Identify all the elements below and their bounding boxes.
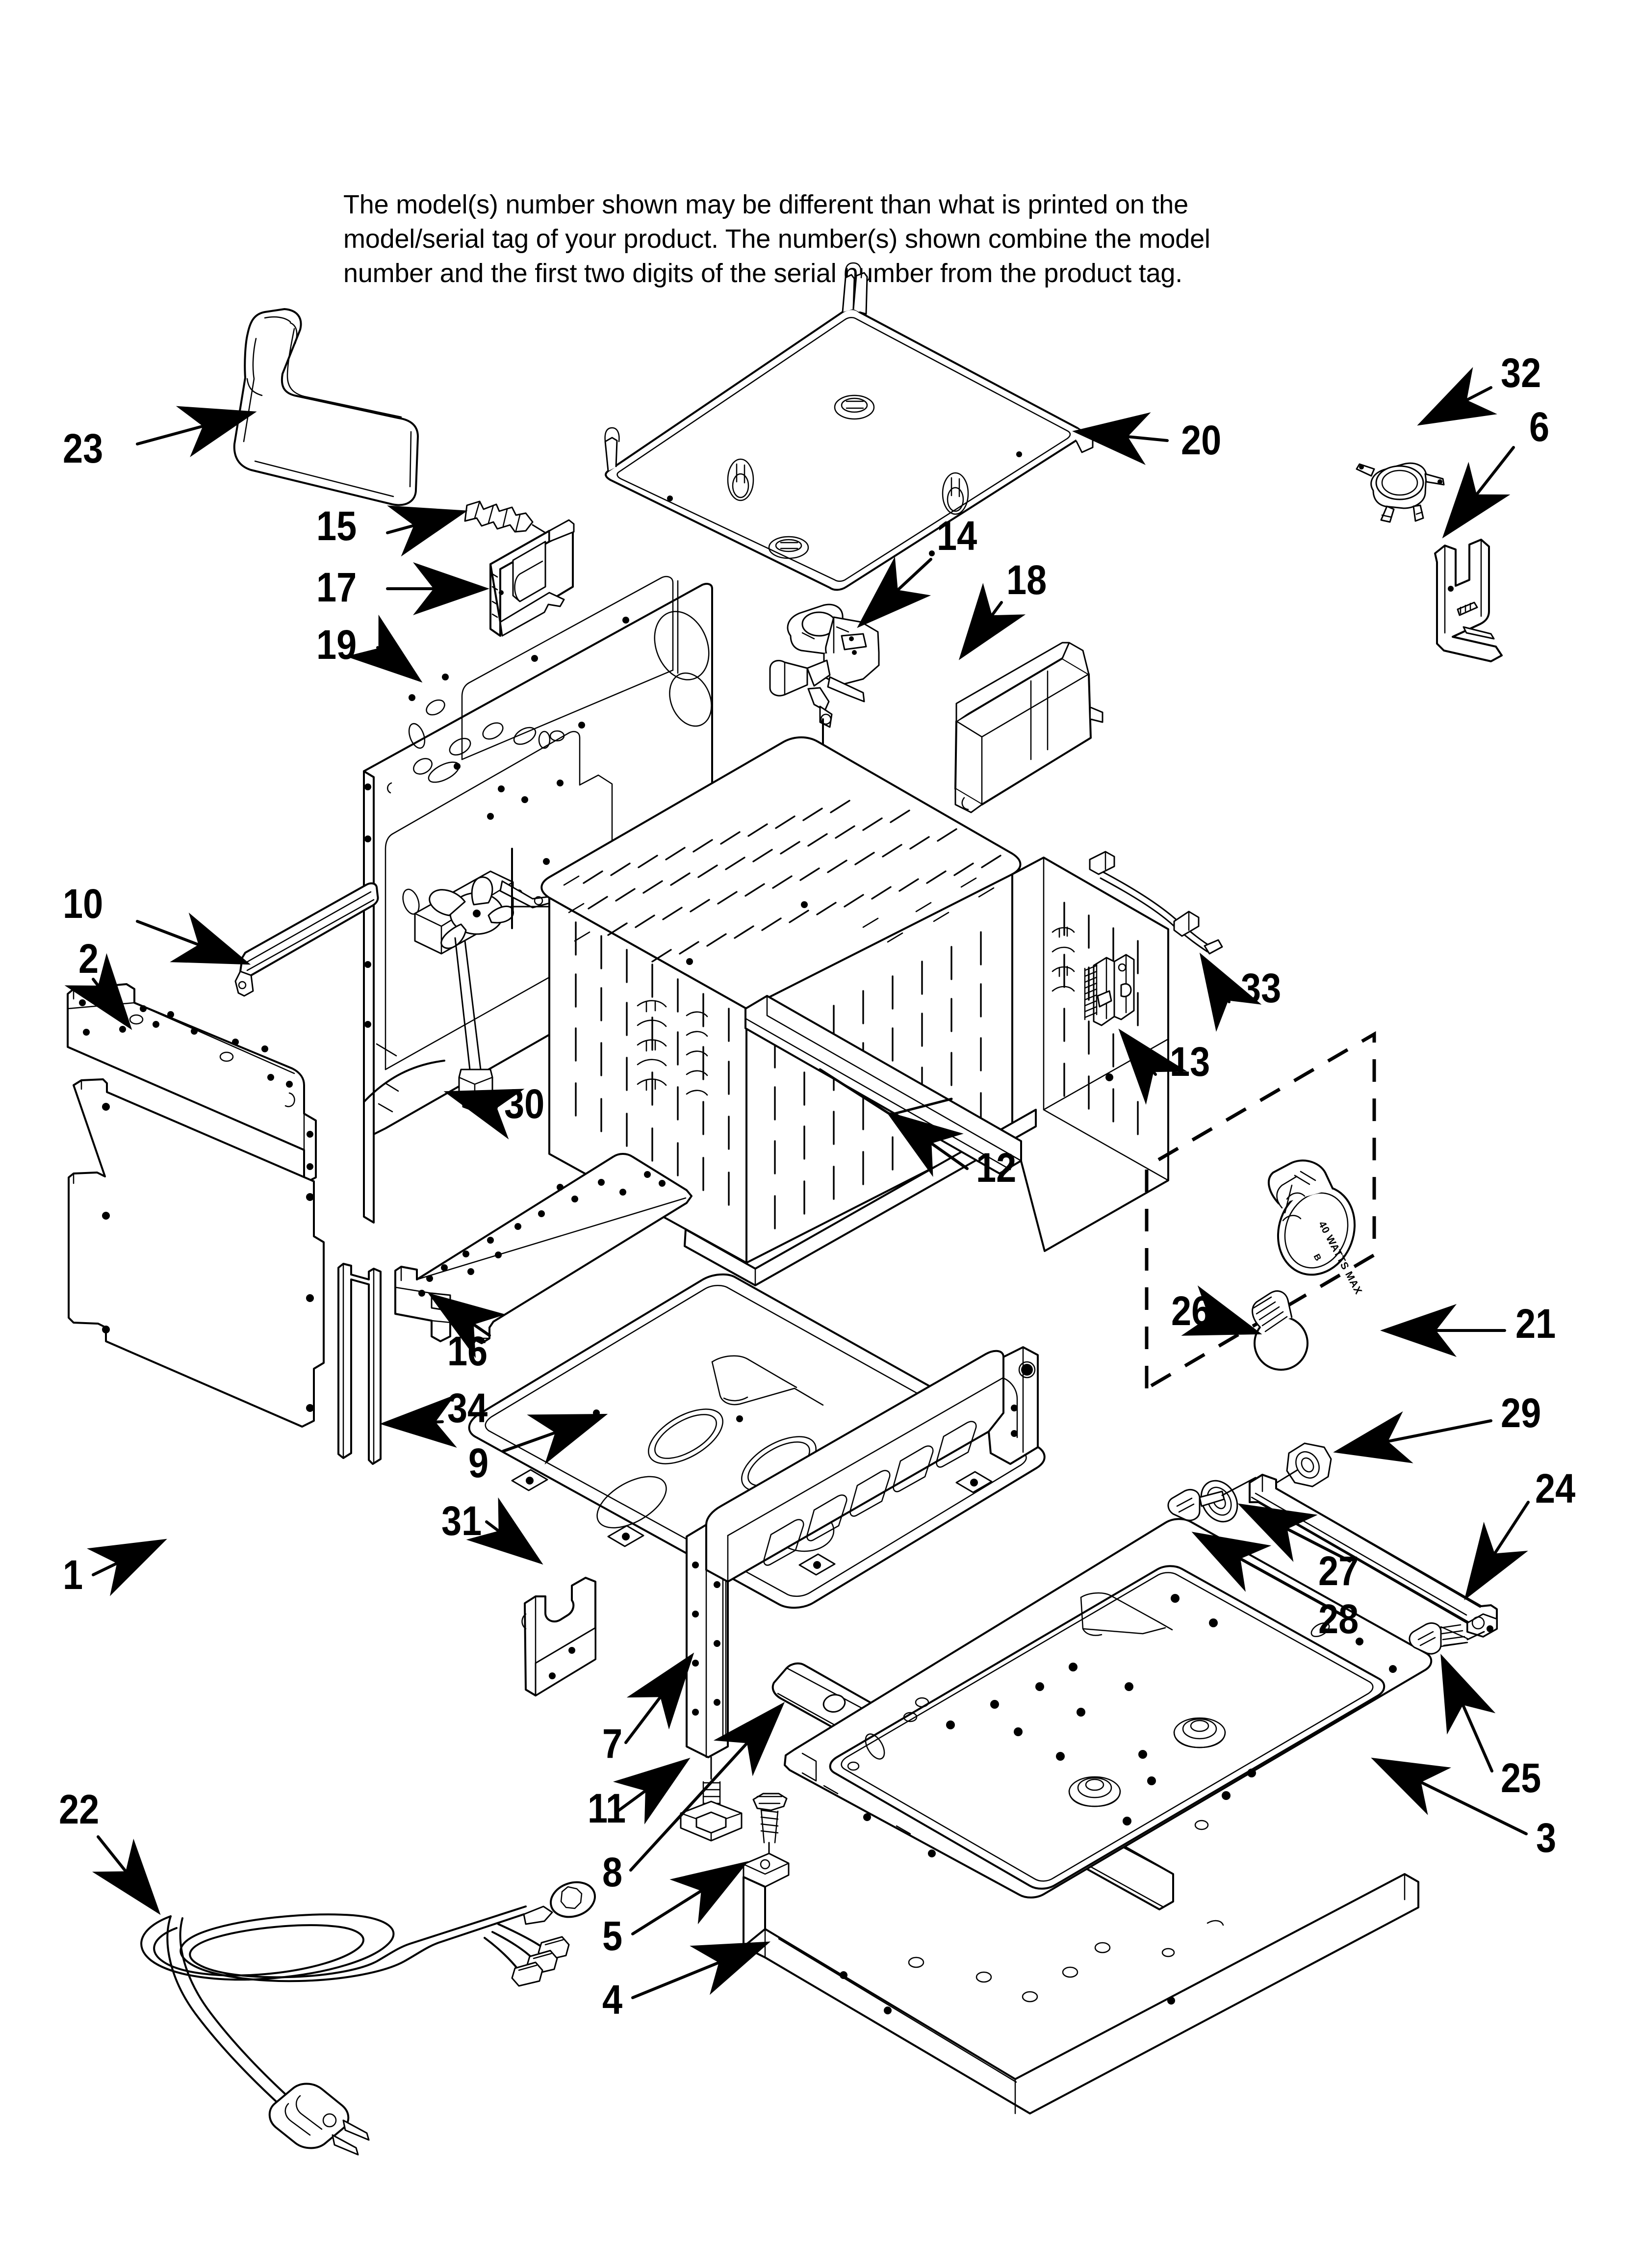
note-line-2: model/serial tag of your product. The nu…	[343, 224, 1210, 254]
callout-16: 16	[447, 1328, 488, 1374]
part-bottom-panel	[743, 1873, 1419, 2114]
part-shoulder-screw	[1167, 1477, 1257, 1521]
svg-text:B: B	[1311, 1252, 1323, 1262]
callout-20: 20	[1181, 417, 1222, 463]
callout-6: 6	[1529, 404, 1550, 450]
part-transformer	[954, 642, 1103, 813]
part-side-trim-rail	[234, 882, 379, 997]
part-hex-head-screw	[1409, 1622, 1485, 1655]
part-door-latch-strike	[1084, 954, 1135, 1026]
callout-8: 8	[602, 1849, 623, 1895]
callout-34: 34	[447, 1385, 488, 1431]
cord-ring-terminal	[523, 1881, 596, 1925]
part-roller-nut	[1266, 1442, 1332, 1489]
callout-13: 13	[1170, 1039, 1210, 1085]
cooling-fan	[414, 848, 552, 955]
callout-25: 25	[1501, 1755, 1541, 1801]
part-screw-terminal-block	[464, 500, 551, 537]
callout-7: 7	[602, 1721, 623, 1767]
part-oven-light-bulb	[1252, 1290, 1308, 1371]
part-terminal-block-bracket	[489, 519, 575, 637]
part-rear-support-panel	[67, 983, 317, 1184]
callout-5: 5	[602, 1913, 623, 1959]
part-wire-harness-connector	[458, 1069, 493, 1111]
part-drawer-slide-rail	[1249, 1474, 1498, 1638]
part-channel-bracket	[521, 1577, 596, 1696]
callout-23: 23	[63, 425, 103, 471]
part-washer	[1200, 1480, 1238, 1523]
part-air-deflector-shield	[233, 308, 419, 506]
part-rear-access-cover	[68, 1078, 325, 1428]
part-corner-trim-post	[337, 1263, 382, 1465]
callout-10: 10	[63, 881, 103, 927]
part-power-supply-cord	[140, 1881, 596, 2156]
cord-spade-terminals	[511, 1936, 570, 1987]
callout-4: 4	[602, 1977, 623, 2023]
part-front-toe-rail	[771, 1662, 1174, 1910]
callout-2: 2	[78, 936, 99, 982]
callout-18: 18	[1006, 557, 1047, 603]
callout-12: 12	[976, 1145, 1017, 1191]
callout-27: 27	[1318, 1548, 1359, 1594]
callout-29: 29	[1501, 1390, 1541, 1436]
power-plug	[268, 2083, 370, 2156]
note-line-3: number and the first two digits of the s…	[343, 259, 1183, 288]
callout-19: 19	[316, 622, 357, 668]
part-oven-lamp-assembly: 40 WATTS MAX B	[1145, 1031, 1376, 1392]
callout-28: 28	[1318, 1596, 1359, 1642]
callout-22: 22	[59, 1786, 100, 1832]
part-top-support-bracket	[394, 1153, 693, 1344]
part-angle-bracket	[1434, 539, 1503, 662]
part-door-latch-motor-assembly	[769, 603, 880, 875]
part-cooktop-panel	[468, 1273, 1046, 1609]
part-screw-bottom-panel	[743, 1793, 790, 1958]
part-front-frame-with-louvers	[686, 1346, 1039, 1758]
lamp-lens-cover: 40 WATTS MAX B	[1268, 1159, 1364, 1297]
callout-11: 11	[588, 1785, 626, 1831]
part-thermal-limiter-switch	[1356, 462, 1445, 523]
note-line-1: The model(s) number shown may be differe…	[343, 190, 1188, 219]
part-leveling-leg	[680, 1756, 743, 1842]
part-sensor-probe-wire	[1089, 851, 1223, 955]
svg-text:40 WATTS MAX: 40 WATTS MAX	[1316, 1220, 1364, 1297]
callout-21: 21	[1515, 1301, 1556, 1347]
callout-31: 31	[441, 1498, 482, 1544]
model-number-note: The model(s) number shown may be differe…	[343, 187, 1305, 291]
leader-lines	[64, 367, 1530, 1999]
callout-32: 32	[1501, 350, 1541, 396]
part-oven-cavity-liner	[540, 736, 1169, 1286]
callout-9: 9	[468, 1440, 489, 1486]
callout-14: 14	[937, 513, 977, 559]
callout-15: 15	[316, 503, 357, 549]
callout-33: 33	[1241, 965, 1282, 1011]
callout-3: 3	[1536, 1815, 1557, 1861]
callout-26: 26	[1171, 1288, 1212, 1334]
part-top-panel	[604, 262, 1103, 591]
callout-17: 17	[316, 564, 357, 610]
callout-1: 1	[63, 1552, 83, 1598]
callout-24: 24	[1535, 1465, 1576, 1512]
callout-30: 30	[504, 1081, 545, 1127]
